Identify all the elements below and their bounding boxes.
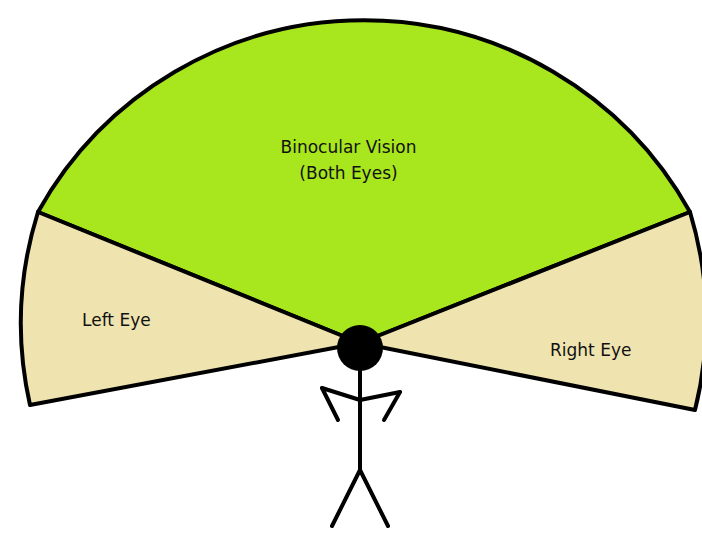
left-eye-sector: [21, 212, 360, 405]
region-label: Left Eye: [82, 307, 151, 333]
region-label: Right Eye: [550, 337, 631, 363]
region-label: Binocular Vision (Both Eyes): [272, 134, 425, 187]
stick-figure: [322, 365, 400, 526]
binocular-label: Binocular Vision (Both Eyes): [266, 130, 431, 191]
left-eye-label: Left Eye: [76, 303, 157, 337]
head: [337, 325, 383, 371]
right-eye-label: Right Eye: [544, 333, 637, 367]
right-eye-sector: [360, 212, 702, 410]
